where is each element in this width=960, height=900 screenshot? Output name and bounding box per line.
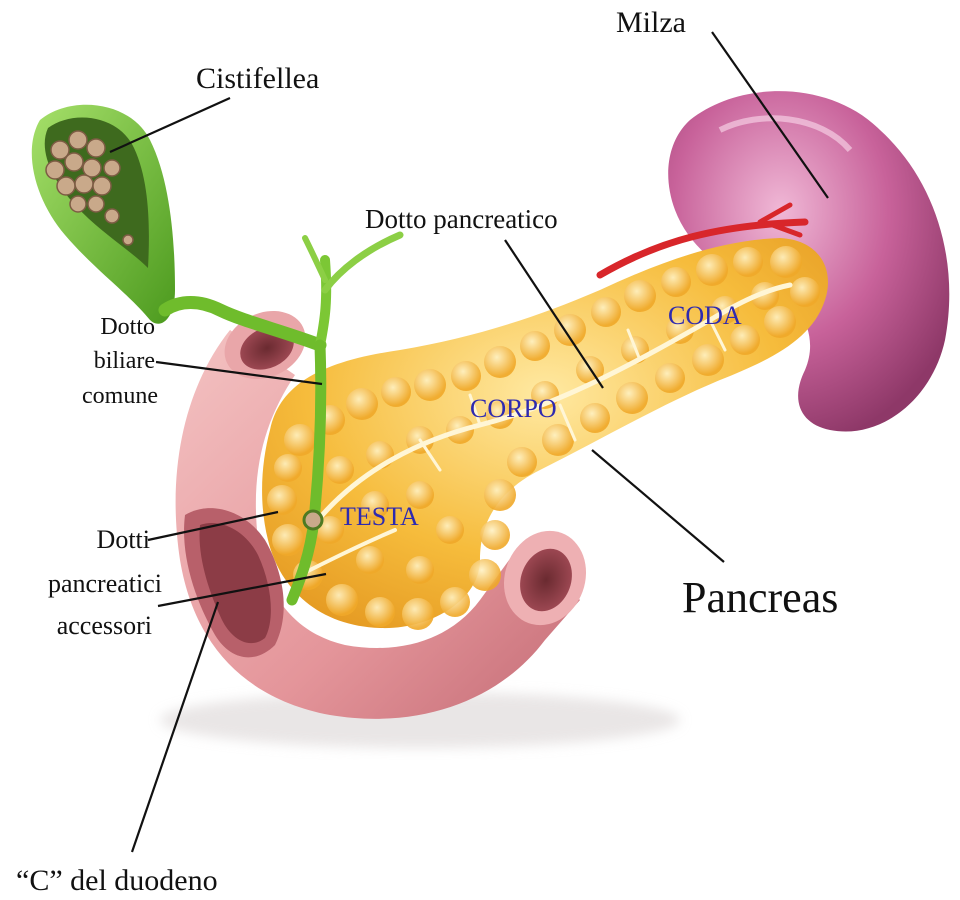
gallbladder xyxy=(31,104,175,324)
pancreas xyxy=(262,238,828,630)
gallstones xyxy=(45,130,134,246)
label-dotto-pancreatico: Dotto pancreatico xyxy=(365,204,558,234)
label-pancreas: Pancreas xyxy=(682,573,838,622)
pancreas-lobules xyxy=(267,246,820,630)
label-dotto-biliare-comune-2: biliare xyxy=(94,348,155,374)
label-cistifellea: Cistifellea xyxy=(196,62,319,95)
region-label-coda: CODA xyxy=(668,301,742,330)
splenic-artery-branch xyxy=(757,202,803,238)
shadow xyxy=(160,692,680,748)
accessory-duct xyxy=(298,528,397,577)
label-dotti-pancreatici-accessori-3: accessori xyxy=(57,611,152,640)
label-dotto-biliare-comune-3: comune xyxy=(82,383,158,409)
region-label-testa: TESTA xyxy=(340,502,419,531)
bile-ducts xyxy=(158,231,404,606)
label-duodeno: “C” del duodeno xyxy=(16,864,218,897)
common-bile-duct xyxy=(286,339,327,606)
leader-lines xyxy=(109,31,829,853)
label-milza: Milza xyxy=(616,6,686,39)
ampulla xyxy=(302,509,324,531)
region-label-corpo: CORPO xyxy=(470,394,557,423)
label-dotti-pancreatici-accessori-1: Dotti xyxy=(97,525,150,554)
pancreatic-duct xyxy=(315,282,793,523)
label-dotto-biliare-comune-1: Dotto xyxy=(100,314,155,340)
label-dotti-pancreatici-accessori-2: pancreatici xyxy=(48,569,162,598)
